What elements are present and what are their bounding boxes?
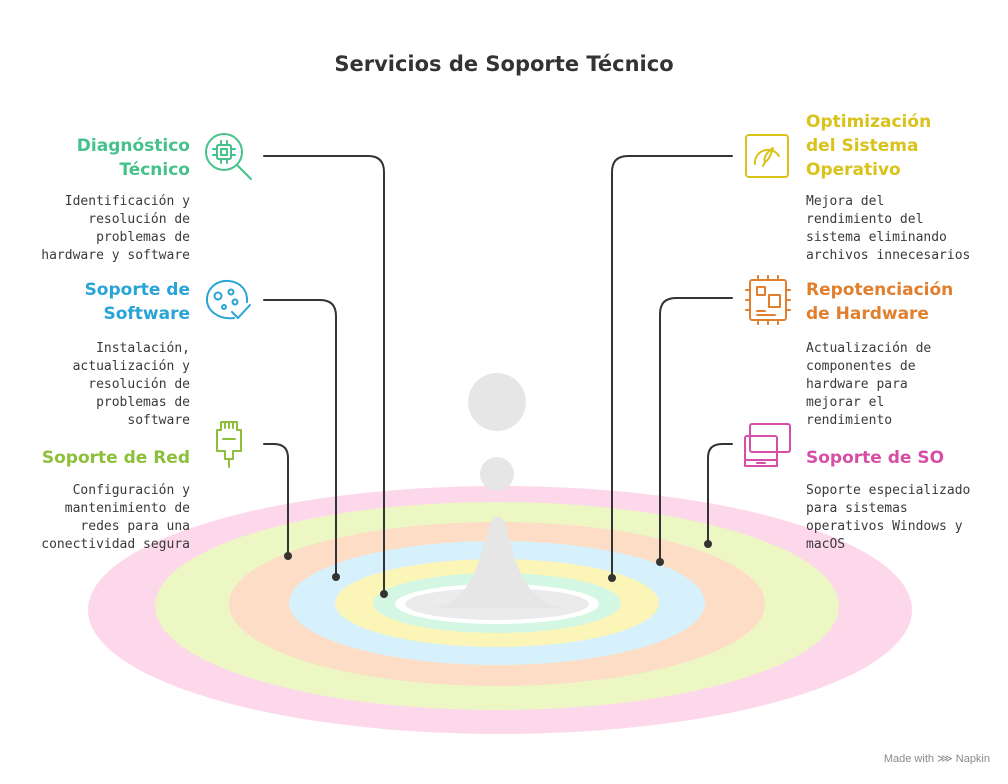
connector-diagnostico	[263, 155, 385, 595]
connector-dot	[608, 574, 616, 582]
footer-credit: Made with ⋙ Napkin	[883, 753, 990, 765]
heading-soporte-software: Soporte de Software	[84, 280, 190, 324]
connector-dot	[656, 558, 664, 566]
desc-soporte-so: Soporte especializado para sistemas oper…	[806, 483, 971, 552]
gauge-icon	[745, 134, 789, 178]
desc-optimizacion: Mejora del rendimiento del sistema elimi…	[806, 194, 971, 263]
motherboard-icon	[745, 275, 791, 325]
desc-repotenciacion: Actualización de componentes de hardware…	[806, 341, 932, 428]
droplet-large	[468, 373, 526, 431]
droplet-small	[480, 457, 514, 491]
connector-software	[263, 299, 337, 578]
connector-dot	[284, 552, 292, 560]
heading-soporte-red: Soporte de Red	[41, 448, 190, 468]
heading-diagnostico: Diagnóstico Técnico	[76, 136, 190, 180]
connector-dot	[332, 573, 340, 581]
desc-diagnostico: Identificación y resolución de problemas…	[41, 194, 190, 263]
connector-optimizacion	[611, 155, 733, 579]
connector-red	[263, 443, 289, 557]
connector-so	[707, 443, 733, 545]
laptop-icon	[744, 423, 791, 467]
heading-optimizacion: Optimización del Sistema Operativo	[806, 112, 932, 180]
desc-soporte-software: Instalación, actualización y resolución …	[72, 341, 190, 428]
splash-peak	[430, 516, 566, 608]
connector-repotenciacion	[659, 297, 733, 563]
software-check-icon	[205, 279, 251, 320]
connector-dot	[380, 590, 388, 598]
desc-soporte-red: Configuración y mantenimiento de redes p…	[41, 483, 190, 552]
chip-search-icon	[205, 133, 252, 180]
page-title: Servicios de Soporte Técnico	[334, 52, 674, 76]
connector-dot	[704, 540, 712, 548]
heading-repotenciacion: Repotenciación de Hardware	[806, 280, 954, 324]
heading-soporte-so: Soporte de SO	[806, 448, 945, 468]
ethernet-icon	[216, 421, 242, 468]
